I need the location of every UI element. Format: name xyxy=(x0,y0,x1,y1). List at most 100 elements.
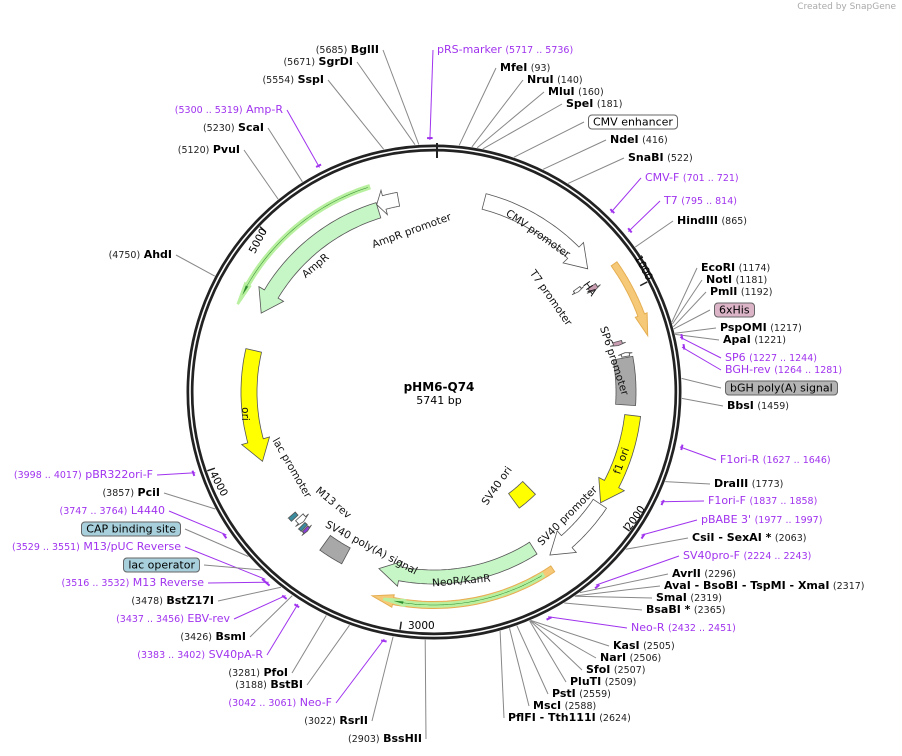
label-position: (5717 .. 5736) xyxy=(505,45,574,56)
enzyme-site-label[interactable]: SnaBI (522) xyxy=(628,152,693,164)
label-name: SmaI xyxy=(656,591,687,604)
label-position: (2224 .. 2243) xyxy=(743,551,812,562)
label-position: (2365) xyxy=(693,605,726,616)
enzyme-site-label[interactable]: (5230) ScaI xyxy=(203,122,264,134)
label-position: (2506) xyxy=(629,653,662,664)
primer-label[interactable]: CMV-F (701 .. 721) xyxy=(645,172,739,184)
primer-label[interactable]: T7 (795 .. 814) xyxy=(664,195,737,207)
enzyme-site-label[interactable]: (5120) PvuI xyxy=(178,144,240,156)
enzyme-site-label[interactable]: (3857) PciI xyxy=(102,487,160,499)
leader-line xyxy=(163,492,216,510)
tick-mark xyxy=(207,467,216,472)
enzyme-site-label[interactable]: PluTI (2509) xyxy=(570,676,636,688)
label-position: (5671) xyxy=(283,57,316,68)
orf-arrow xyxy=(382,571,546,608)
primer-label[interactable]: (3998 .. 4017) pBR322ori-F xyxy=(14,469,153,481)
label-position: (3857) xyxy=(102,488,135,499)
leader-line xyxy=(574,595,653,599)
label-name: EcoRI xyxy=(701,261,736,274)
label-position: (181) xyxy=(596,99,623,110)
enzyme-site-label[interactable]: (5554) SspI xyxy=(262,74,324,86)
primer-label[interactable]: (3747 .. 3764) L4440 xyxy=(60,505,165,517)
primer-label[interactable]: F1ori-F (1837 .. 1858) xyxy=(708,495,817,507)
enzyme-site-label[interactable]: AvaI - BsoBI - TspMI - XmaI (2317) xyxy=(664,580,865,592)
label-name: KasI xyxy=(613,639,640,652)
label-name: pRS-marker xyxy=(437,43,502,56)
enzyme-site-label[interactable]: (4750) AhdI xyxy=(109,249,172,261)
feature-box-label[interactable]: CMV enhancer xyxy=(588,114,678,130)
enzyme-site-label[interactable]: SpeI (181) xyxy=(566,98,622,110)
enzyme-site-label[interactable]: (3426) BsmI xyxy=(180,631,246,643)
enzyme-site-label[interactable]: DraIII (1773) xyxy=(714,478,783,490)
leader-line xyxy=(674,327,717,334)
primer-label[interactable]: (3437 .. 3456) EBV-rev xyxy=(116,613,230,625)
primer-binding-mark xyxy=(682,343,686,350)
enzyme-site-label[interactable]: BbsI (1459) xyxy=(727,400,789,412)
enzyme-site-label[interactable]: SmaI (2319) xyxy=(656,592,722,604)
primer-label[interactable]: F1ori-R (1627 .. 1646) xyxy=(720,454,831,466)
enzyme-site-label[interactable]: NdeI (416) xyxy=(610,134,668,146)
leader-line xyxy=(168,510,227,536)
enzyme-site-label[interactable]: (3188) BstBI xyxy=(235,679,303,691)
enzyme-site-label[interactable]: (5671) SgrDI xyxy=(283,56,353,68)
label-position: (1181) xyxy=(735,275,768,286)
primer-label[interactable]: (5300 .. 5319) Amp-R xyxy=(175,104,283,116)
primer-label[interactable]: SV40pro-F (2224 .. 2243) xyxy=(683,550,811,562)
label-name: SnaBI xyxy=(628,151,664,164)
primer-label[interactable]: (3516 .. 3532) M13 Reverse xyxy=(61,577,204,589)
leader-line xyxy=(471,79,524,148)
feature-segment-14 xyxy=(287,511,299,522)
primer-label[interactable]: (3529 .. 3551) M13/pUC Reverse xyxy=(12,541,181,553)
enzyme-site-label[interactable]: (3022) RsrII xyxy=(304,715,368,727)
enzyme-site-label[interactable]: (3281) PfoI xyxy=(228,667,288,679)
primer-label[interactable]: Neo-R (2432 .. 2451) xyxy=(631,622,736,634)
enzyme-site-label[interactable]: (3478) BstZ17I xyxy=(131,595,214,607)
enzyme-site-label[interactable]: NarI (2506) xyxy=(600,652,661,664)
feature-sv40-promoter xyxy=(549,498,608,556)
feature-neor-kanr xyxy=(378,541,538,587)
enzyme-site-label[interactable]: (5685) BglII xyxy=(316,44,379,56)
enzyme-site-label[interactable]: MluI (160) xyxy=(548,86,604,98)
primer-binding-mark xyxy=(680,444,684,451)
primer-label[interactable]: (3383 .. 3402) SV40pA-R xyxy=(137,649,263,661)
primer-label[interactable]: pBABE 3' (1977 .. 1997) xyxy=(701,514,822,526)
leader-line xyxy=(499,630,505,719)
enzyme-site-label[interactable]: HindIII (865) xyxy=(677,215,747,227)
leader-line xyxy=(267,127,303,183)
leader-line xyxy=(665,481,711,485)
enzyme-site-label[interactable]: CsiI - SexAI * (2063) xyxy=(692,532,806,544)
label-name: PfoI xyxy=(263,666,289,679)
enzyme-site-label[interactable]: PmlI (1192) xyxy=(710,286,772,298)
primer-label[interactable]: BGH-rev (1264 .. 1281) xyxy=(725,364,842,376)
enzyme-site-label[interactable]: PstI (2559) xyxy=(552,688,611,700)
feature-box-label[interactable]: lac operator xyxy=(123,557,200,573)
enzyme-site-label[interactable]: EcoRI (1174) xyxy=(701,262,770,274)
feature-box-label[interactable]: 6xHis xyxy=(714,302,755,318)
feature-segment-12 xyxy=(297,521,308,533)
enzyme-site-label[interactable]: KasI (2505) xyxy=(613,640,675,652)
primer-binding-mark xyxy=(281,594,288,600)
feature-box-label[interactable]: bGH poly(A) signal xyxy=(725,380,838,396)
orf-arrow xyxy=(236,184,371,305)
enzyme-site-label[interactable]: SfoI (2507) xyxy=(586,664,645,676)
label-position: (1217) xyxy=(770,323,802,334)
enzyme-site-label[interactable]: NruI (140) xyxy=(527,74,583,86)
enzyme-site-label[interactable]: NotI (1181) xyxy=(706,274,767,286)
enzyme-site-label[interactable]: ApaI (1221) xyxy=(723,334,786,346)
label-position: (865) xyxy=(721,216,748,227)
label-position: (3281) xyxy=(228,668,260,679)
enzyme-site-label[interactable]: BsaBI * (2365) xyxy=(646,604,726,616)
enzyme-site-label[interactable]: MfeI (93) xyxy=(500,62,550,74)
enzyme-site-label[interactable]: PflFI - Tth111I (2624) xyxy=(508,712,631,724)
leader-line xyxy=(233,595,286,620)
label-name: AhdI xyxy=(143,248,172,261)
enzyme-site-label[interactable]: (2903) BssHII xyxy=(348,733,422,745)
primer-label[interactable]: SP6 (1227 .. 1244) xyxy=(725,352,817,364)
primer-label[interactable]: (3042 .. 3061) Neo-F xyxy=(228,697,332,709)
primer-label[interactable]: pRS-marker (5717 .. 5736) xyxy=(437,44,573,56)
enzyme-site-label[interactable]: MscI (2588) xyxy=(533,700,596,712)
enzyme-site-label[interactable]: PspOMI (1217) xyxy=(720,322,802,334)
leader-line xyxy=(567,157,625,184)
feature-box-label[interactable]: CAP binding site xyxy=(81,521,181,537)
enzyme-site-label[interactable]: AvrII (2296) xyxy=(672,568,736,580)
